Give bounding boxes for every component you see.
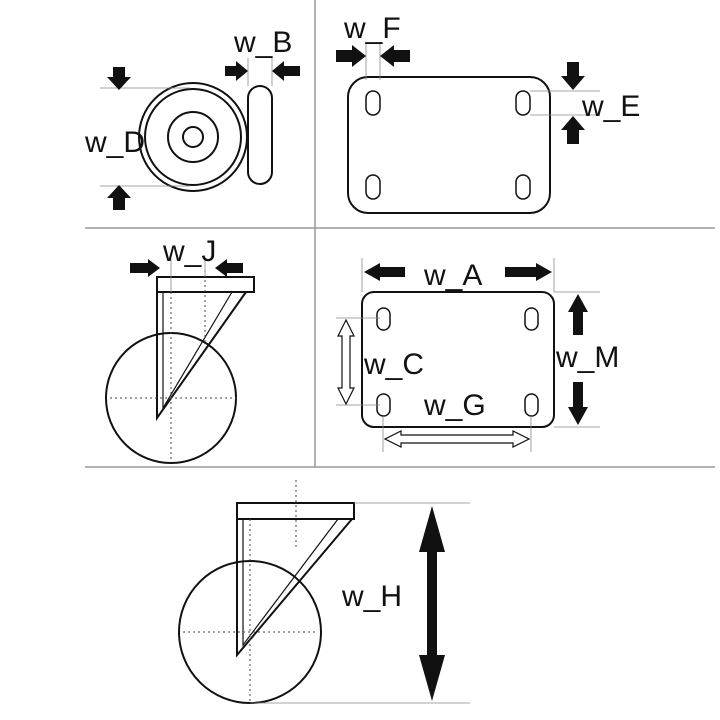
dimension-arrow-left: [380, 45, 410, 67]
dimension-arrow-vertical: [568, 294, 588, 335]
dimension-label-f: w_F: [343, 12, 401, 45]
dimension-arrow-up: [107, 185, 131, 210]
wheel-tread-view: [247, 85, 273, 185]
bolt-slot: [365, 174, 381, 200]
mounting-plate: [236, 502, 355, 520]
wheel-front-view: [138, 82, 248, 192]
dimension-arrow-right: [336, 45, 366, 67]
wheel-panel: w_D w_B: [84, 26, 300, 210]
dimension-arrow-right: [225, 61, 248, 81]
dimension-arrow-vertical: [337, 318, 355, 406]
dimension-label-g: w_G: [423, 389, 486, 422]
fork: [236, 518, 353, 658]
dimension-arrow-horizontal: [364, 263, 405, 281]
bolt-slot: [515, 174, 531, 200]
dimension-label-a: w_A: [423, 259, 482, 292]
bolt-slot: [376, 307, 391, 331]
swivel-caster-panel: w_J: [105, 235, 255, 464]
dimension-label-h: w_H: [341, 580, 402, 613]
dimension-label-c: w_C: [363, 348, 424, 381]
dimension-arrow-vertical: [419, 506, 445, 701]
dimension-label-m: w_M: [555, 341, 619, 374]
dimension-arrow-left: [215, 259, 243, 277]
fork: [156, 291, 247, 422]
dimension-arrow-left: [272, 61, 300, 81]
dimension-arrow-down: [561, 62, 585, 90]
dimension-label-j: w_J: [162, 235, 216, 268]
dimension-arrow-up: [561, 116, 585, 144]
mounting-plate: [156, 276, 255, 293]
top-plate-panel: w_F w_E: [336, 12, 640, 214]
bolt-slot: [515, 90, 531, 116]
dimension-label-e: w_E: [581, 90, 640, 123]
dimension-arrow-down: [107, 67, 131, 90]
dimension-arrow-right: [130, 259, 160, 277]
dimension-label-b: w_B: [233, 26, 292, 59]
top-plate-outline: [347, 76, 551, 214]
dimension-label-d: w_D: [84, 126, 145, 159]
bolt-slot: [524, 307, 539, 331]
bolt-slot: [524, 393, 539, 417]
dimension-arrow-horizontal: [383, 430, 531, 448]
bolt-slot: [365, 90, 381, 116]
top-plate-outline: [361, 291, 555, 428]
panel-grid: [85, 0, 715, 468]
plate-dimensions-panel: w_A w_C w_M w_G: [336, 258, 619, 452]
overall-height-panel: w_H: [178, 480, 470, 704]
